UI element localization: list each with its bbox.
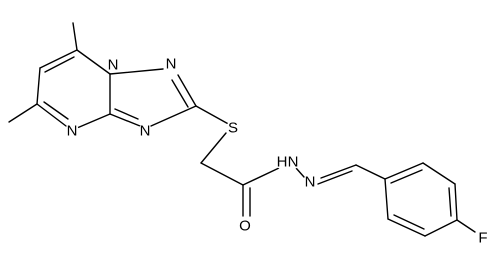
atom-label-background bbox=[286, 155, 300, 169]
atom-label-background bbox=[65, 124, 79, 138]
atom-label-background bbox=[275, 155, 289, 169]
atom-labels: N N N N S O N H N F bbox=[67, 56, 488, 247]
atom-n-ring-top: N bbox=[108, 57, 119, 74]
atom-label-background bbox=[226, 121, 240, 135]
bond-s-ch2 bbox=[200, 132, 227, 164]
bond-ar-3 bbox=[454, 183, 458, 221]
atom-nh-h: H bbox=[277, 154, 288, 171]
bond-n4-c3a bbox=[76, 113, 111, 129]
bond-c-f bbox=[456, 219, 476, 233]
bond-nh-n bbox=[295, 167, 305, 178]
atom-n-imine: N bbox=[305, 174, 316, 191]
atom-fluorine: F bbox=[478, 230, 487, 247]
bond-n2-c2 bbox=[177, 74, 197, 107]
bond-ar-5-double bbox=[393, 214, 425, 230]
atom-n-triazole-bottom: N bbox=[140, 123, 151, 140]
atom-n-triazole-right: N bbox=[166, 56, 177, 73]
bond-co-nh bbox=[242, 167, 280, 186]
bond-c7-c6-double bbox=[44, 56, 75, 73]
bond-n3-c3a-double bbox=[114, 108, 139, 120]
atom-nh-n: N bbox=[288, 154, 299, 171]
bond-ar-1-double bbox=[390, 169, 423, 184]
bond-n3-c3a bbox=[109, 113, 141, 127]
bond-c7-c6 bbox=[39, 49, 78, 69]
atom-label-background bbox=[476, 231, 490, 245]
bond-n-ch bbox=[320, 164, 357, 179]
bond-n-ch-double bbox=[317, 170, 353, 185]
atom-label-background bbox=[303, 175, 317, 189]
bond-ar-4 bbox=[424, 219, 458, 237]
bond-c5-n4-double bbox=[43, 101, 69, 120]
bonds bbox=[8, 22, 476, 237]
bond-ar-3-double bbox=[448, 187, 452, 217]
atom-oxygen: O bbox=[239, 218, 251, 235]
bond-n2-c2-double bbox=[171, 79, 189, 108]
bond-c7-n1 bbox=[76, 49, 111, 75]
bond-c6-c5 bbox=[36, 67, 41, 105]
bond-ar-5 bbox=[387, 218, 426, 237]
bond-ch2-co bbox=[200, 162, 244, 186]
atom-label-background bbox=[164, 57, 178, 71]
bond-c2-n3 bbox=[150, 105, 197, 127]
bond-c2-s bbox=[195, 105, 233, 127]
atom-label-backgrounds bbox=[65, 57, 490, 245]
atom-label-background bbox=[238, 219, 252, 233]
bond-ar-2 bbox=[422, 162, 456, 185]
atom-sulfur: S bbox=[228, 120, 238, 137]
atom-label-background bbox=[138, 124, 152, 138]
bond-ch-ring bbox=[355, 164, 386, 180]
bond-c5-n4 bbox=[36, 103, 67, 127]
bond-methyl-top bbox=[72, 22, 78, 51]
atom-n-pyrimidine: N bbox=[67, 123, 78, 140]
bond-ar-6 bbox=[384, 178, 389, 220]
bond-ar-1 bbox=[384, 162, 424, 180]
bond-n1-n2 bbox=[109, 68, 164, 75]
atom-label-background bbox=[106, 58, 120, 72]
bond-c5-methyl bbox=[8, 103, 38, 123]
